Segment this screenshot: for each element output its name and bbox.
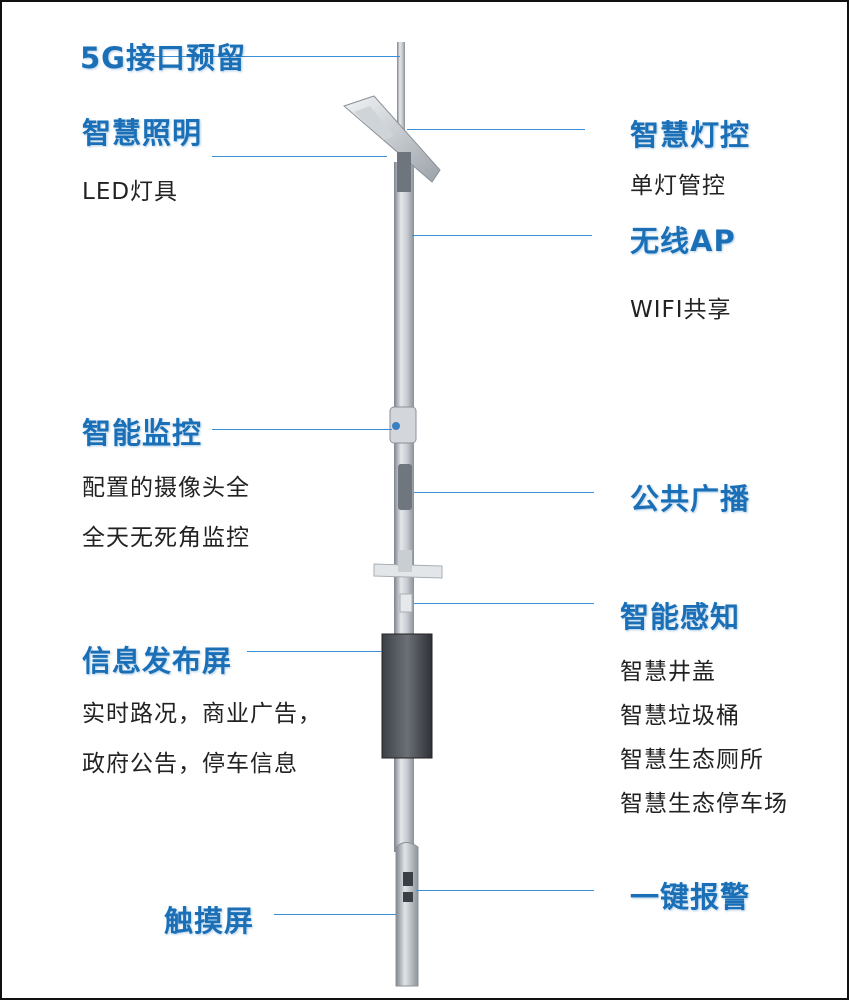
leader-lamp-control bbox=[407, 129, 585, 130]
label-smart-monitoring: 智能监控 bbox=[82, 416, 203, 450]
leader-emergency bbox=[416, 890, 594, 891]
antenna-rod bbox=[397, 42, 405, 162]
pole-base bbox=[395, 842, 419, 987]
leader-touch-screen bbox=[274, 914, 396, 915]
desc-lamp-control: 单灯管控 bbox=[630, 173, 726, 199]
sensing-items-list: 智慧井盖 智慧垃圾桶 智慧生态厕所 智慧生态停车场 bbox=[620, 652, 788, 828]
label-smart-lighting: 智慧照明 bbox=[82, 116, 203, 150]
label-info-screen: 信息发布屏 bbox=[82, 644, 233, 678]
label-touch-screen: 触摸屏 bbox=[164, 904, 255, 938]
info-display bbox=[381, 633, 433, 759]
sensing-item: 智慧井盖 bbox=[620, 659, 716, 685]
desc-info-screen-line2: 政府公告，停车信息 bbox=[82, 751, 298, 777]
leader-wireless-ap bbox=[412, 235, 592, 236]
label-wireless-ap: 无线AP bbox=[630, 224, 736, 258]
leader-five-g bbox=[152, 56, 400, 57]
label-public-broadcast: 公共广播 bbox=[630, 482, 751, 516]
label-emergency-alarm: 一键报警 bbox=[630, 880, 751, 914]
desc-monitoring-line1: 配置的摄像头全 bbox=[82, 475, 250, 501]
leader-monitoring bbox=[212, 429, 392, 430]
sensing-item: 智慧生态厕所 bbox=[620, 747, 764, 773]
leader-broadcast bbox=[414, 492, 594, 493]
sensing-item: 智慧垃圾桶 bbox=[620, 703, 740, 729]
desc-smart-lighting: LED灯具 bbox=[82, 179, 179, 205]
desc-monitoring-line2: 全天无死角监控 bbox=[82, 525, 250, 551]
sensing-item: 智慧生态停车场 bbox=[620, 791, 788, 817]
leader-info-screen bbox=[247, 651, 382, 652]
desc-info-screen-line1: 实时路况，商业广告， bbox=[82, 701, 322, 727]
label-5g-interface: 5G接口预留 bbox=[80, 41, 246, 75]
leader-lighting bbox=[212, 156, 387, 157]
desc-wireless-ap: WIFI共享 bbox=[630, 297, 732, 323]
speaker-module bbox=[398, 464, 412, 510]
lamp-head bbox=[343, 95, 441, 192]
leader-sensing bbox=[414, 603, 594, 604]
camera-module bbox=[389, 406, 417, 444]
sensor-arm bbox=[373, 550, 443, 613]
label-smart-sensing: 智能感知 bbox=[620, 600, 741, 634]
label-smart-lamp-control: 智慧灯控 bbox=[630, 118, 751, 152]
